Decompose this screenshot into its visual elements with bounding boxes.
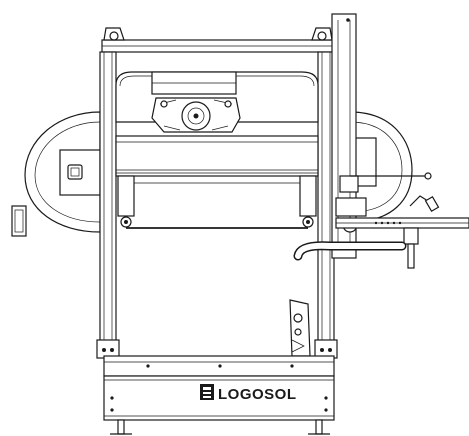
feed-rail [335, 217, 469, 269]
left-wheel-cover [11, 111, 101, 237]
brand-name: LOGOSOL [218, 386, 297, 403]
engine [151, 97, 241, 133]
right-foot [308, 419, 330, 435]
blade-guide-right [299, 175, 317, 228]
rail-holes [374, 221, 402, 225]
base-frame [103, 355, 335, 421]
logosol-mark-icon [200, 384, 214, 400]
tension-handle [350, 172, 440, 213]
top-lifting-frame [101, 27, 335, 53]
blade-guide-left [117, 175, 135, 228]
left-foot [110, 419, 132, 435]
log-clamp-plate [289, 299, 311, 357]
left-post [96, 51, 120, 359]
horizontal-beam [115, 135, 319, 177]
push-handle [293, 241, 407, 261]
